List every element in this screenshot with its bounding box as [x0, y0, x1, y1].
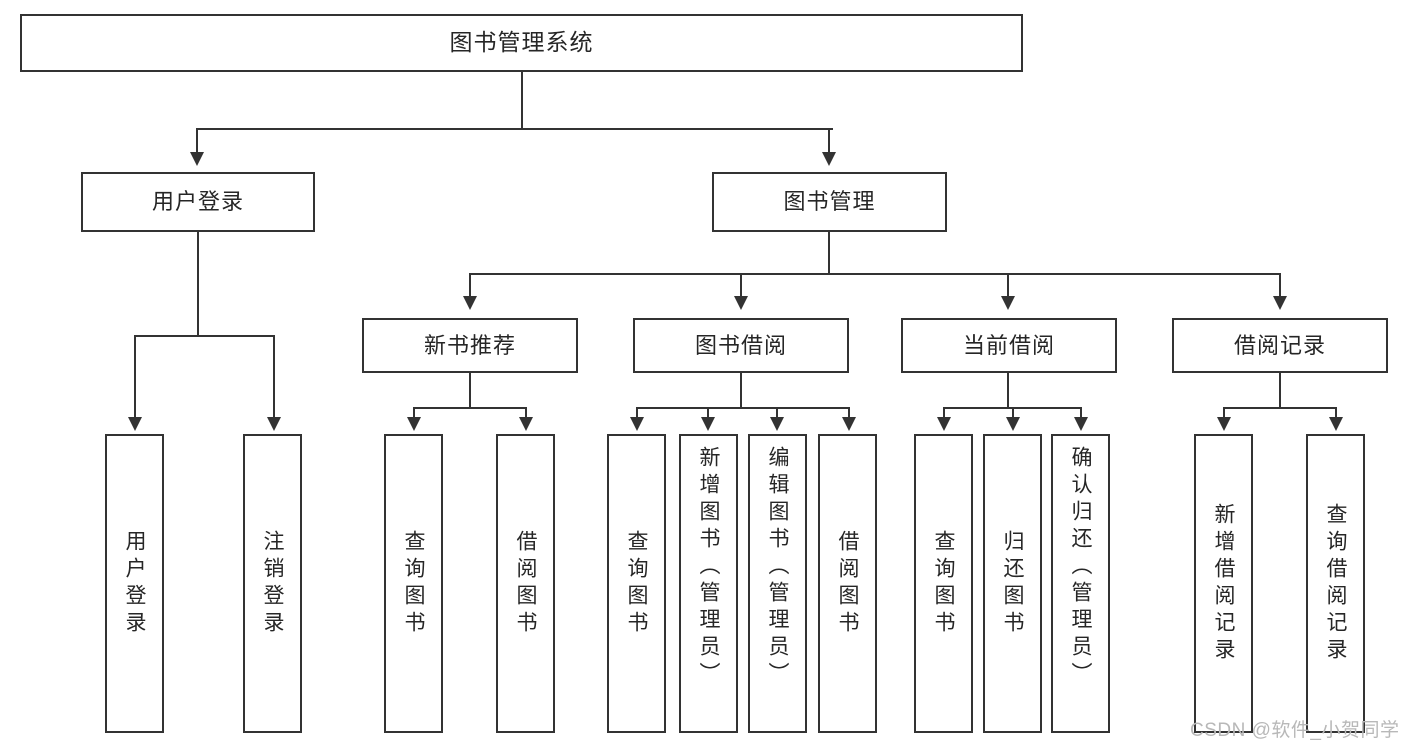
node-label: 图书管理	[783, 189, 876, 215]
connector-current-borrow-stem	[1007, 373, 1009, 408]
node-label: 确认归还（管理员）	[1069, 446, 1092, 689]
leaf-cb-confirm-return[interactable]: 确认归还（管理员）	[1051, 434, 1110, 733]
connector-tier1-drop-right	[828, 128, 830, 154]
node-label: 图书借阅	[694, 332, 787, 358]
leaf-nb-query-book[interactable]: 查询图书	[384, 434, 443, 733]
arrowhead-cb-query-book	[937, 417, 951, 431]
arrowhead-bb-add-book	[701, 417, 715, 431]
leaf-cb-return-book[interactable]: 归还图书	[983, 434, 1042, 733]
connector-bb-drop-2	[707, 407, 709, 419]
arrowhead-bb-edit-book	[770, 417, 784, 431]
connector-cb-drop-2	[1012, 407, 1014, 419]
node-label: 查询图书	[625, 529, 648, 638]
connector-bb-drop-3	[776, 407, 778, 419]
connector-user-login-drop-1	[134, 335, 136, 419]
arrowhead-book-management	[822, 152, 836, 166]
connector-tier1-drop-left	[196, 128, 198, 154]
node-label: 新书推荐	[423, 332, 516, 358]
node-label: 图书管理系统	[449, 29, 594, 56]
arrowhead-book-borrow	[734, 296, 748, 310]
arrowhead-br-query-record	[1329, 417, 1343, 431]
node-current-borrow[interactable]: 当前借阅	[901, 318, 1117, 373]
csdn-watermark: CSDN @软件_小贺同学	[1190, 720, 1400, 741]
node-user-login[interactable]: 用户登录	[81, 172, 315, 232]
arrowhead-new-book	[463, 296, 477, 310]
arrowhead-current-borrow	[1001, 296, 1015, 310]
leaf-cb-query-book[interactable]: 查询图书	[914, 434, 973, 733]
node-label: 新增借阅记录	[1212, 502, 1235, 665]
connector-tier2-drop-2	[740, 273, 742, 298]
arrowhead-cb-return-book	[1006, 417, 1020, 431]
connector-tier1-bus	[196, 128, 833, 130]
connector-root-stem	[521, 72, 523, 129]
arrowhead-bb-borrow-book	[842, 417, 856, 431]
connector-book-borrow-stem	[740, 373, 742, 408]
arrowhead-bb-query-book	[630, 417, 644, 431]
node-label: 借阅图书	[836, 529, 859, 638]
connector-user-login-bus	[134, 335, 275, 337]
node-root-book-management-system[interactable]: 图书管理系统	[20, 14, 1023, 72]
node-label: 注销登录	[261, 529, 284, 638]
node-borrow-record[interactable]: 借阅记录	[1172, 318, 1388, 373]
connector-new-book-drop-1	[413, 407, 415, 419]
node-label: 当前借阅	[962, 332, 1055, 358]
connector-bb-drop-4	[848, 407, 850, 419]
node-book-management[interactable]: 图书管理	[712, 172, 947, 232]
connector-tier2-drop-1	[469, 273, 471, 298]
node-label: 查询图书	[402, 529, 425, 638]
connector-new-book-drop-2	[525, 407, 527, 419]
leaf-bb-query-book[interactable]: 查询图书	[607, 434, 666, 733]
connector-book-management-stem	[828, 232, 830, 274]
connector-new-book-stem	[469, 373, 471, 408]
leaf-br-add-record[interactable]: 新增借阅记录	[1194, 434, 1253, 733]
node-new-book-recommend[interactable]: 新书推荐	[362, 318, 578, 373]
connector-borrow-record-stem	[1279, 373, 1281, 408]
node-label: 编辑图书（管理员）	[766, 446, 789, 689]
arrowhead-nb-borrow-book	[519, 417, 533, 431]
connector-tier2-drop-4	[1279, 273, 1281, 298]
arrowhead-leaf-logout	[267, 417, 281, 431]
node-label: 借阅记录	[1233, 332, 1326, 358]
leaf-br-query-record[interactable]: 查询借阅记录	[1306, 434, 1365, 733]
node-book-borrow[interactable]: 图书借阅	[633, 318, 849, 373]
node-label: 用户登录	[123, 529, 146, 638]
arrowhead-leaf-user-login	[128, 417, 142, 431]
node-label: 归还图书	[1001, 529, 1024, 638]
node-label: 查询图书	[932, 529, 955, 638]
connector-tier2-drop-3	[1007, 273, 1009, 298]
arrowhead-br-add-record	[1217, 417, 1231, 431]
node-label: 借阅图书	[514, 529, 537, 638]
leaf-bb-edit-book[interactable]: 编辑图书（管理员）	[748, 434, 807, 733]
arrowhead-cb-confirm-return	[1074, 417, 1088, 431]
leaf-logout[interactable]: 注销登录	[243, 434, 302, 733]
arrowhead-nb-query-book	[407, 417, 421, 431]
connector-cb-drop-1	[943, 407, 945, 419]
leaf-user-login[interactable]: 用户登录	[105, 434, 164, 733]
node-label: 新增图书（管理员）	[697, 446, 720, 689]
connector-borrow-record-bus	[1223, 407, 1337, 409]
connector-user-login-drop-2	[273, 335, 275, 419]
node-label: 查询借阅记录	[1324, 502, 1347, 665]
leaf-nb-borrow-book[interactable]: 借阅图书	[496, 434, 555, 733]
connector-cb-drop-3	[1080, 407, 1082, 419]
connector-user-login-stem	[197, 232, 199, 336]
leaf-bb-borrow-book[interactable]: 借阅图书	[818, 434, 877, 733]
node-label: 用户登录	[151, 189, 244, 215]
arrowhead-borrow-record	[1273, 296, 1287, 310]
connector-br-drop-1	[1223, 407, 1225, 419]
arrowhead-user-login	[190, 152, 204, 166]
connector-new-book-bus	[413, 407, 527, 409]
connector-bb-drop-1	[636, 407, 638, 419]
connector-book-borrow-bus	[636, 407, 850, 409]
connector-br-drop-2	[1335, 407, 1337, 419]
leaf-bb-add-book[interactable]: 新增图书（管理员）	[679, 434, 738, 733]
connector-tier2-bus	[469, 273, 1281, 275]
